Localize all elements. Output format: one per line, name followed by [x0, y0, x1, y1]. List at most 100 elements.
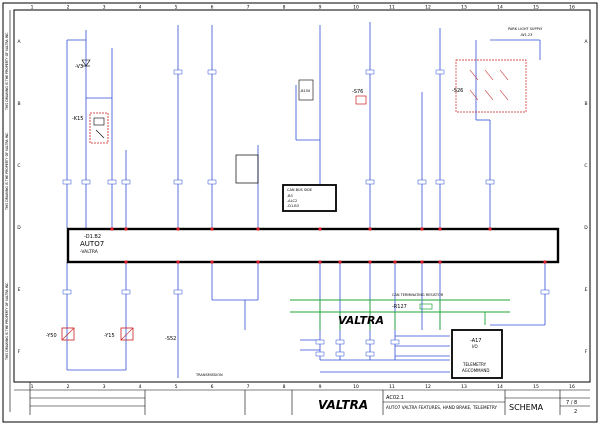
- column-number: 6: [211, 5, 214, 11]
- title-code: AC02.1: [386, 395, 404, 401]
- column-number: 15: [533, 384, 539, 390]
- row-letter: D: [584, 225, 588, 231]
- column-number: 14: [497, 5, 503, 11]
- title-brand: VALTRA: [318, 398, 368, 412]
- switch-s76: [355, 95, 367, 105]
- telemetry-l2: AGCOMMAND: [462, 368, 489, 373]
- resistor-r127: [419, 303, 433, 310]
- label-r127: -R127: [392, 304, 407, 310]
- column-number: 7: [247, 5, 250, 11]
- auto7-bus-box: [66, 227, 560, 264]
- bus-name: AUTO7: [80, 240, 104, 248]
- left-margin-notice-3: THIS DRAWING IS THE PROPERTY OF VALTRA I…: [5, 32, 9, 111]
- solenoid-y15: [120, 327, 134, 341]
- park-light-supply: PARK LIGHT SUPPLY: [508, 27, 543, 31]
- column-number: 15: [533, 5, 539, 11]
- canbus-l2: -ALC2: [287, 199, 297, 203]
- title-schema: SCHEMA: [509, 403, 544, 412]
- row-letter: C: [584, 163, 587, 169]
- canbus-title: CAN BUS SIDE: [287, 188, 312, 192]
- bus-connector-markers: [110, 227, 547, 264]
- row-letter: E: [585, 287, 588, 293]
- column-number: 8: [283, 5, 286, 11]
- row-letter: B: [17, 101, 20, 107]
- left-margin-notice: THIS DRAWING IS THE PROPERTY OF VALTRA I…: [5, 282, 9, 361]
- column-number: 14: [497, 384, 503, 390]
- column-number: 12: [425, 5, 431, 11]
- label-y15: -Y15: [104, 333, 115, 339]
- canbus-side-box: [282, 184, 337, 212]
- column-number: 11: [389, 5, 395, 11]
- label-v3: -V3: [75, 64, 83, 70]
- telemetry-sub: I/O: [472, 344, 478, 349]
- column-number: 5: [175, 384, 178, 390]
- column-number: 3: [103, 384, 106, 390]
- canbus-l3: -D1.B3: [287, 204, 299, 208]
- upper-wiring: [66, 22, 541, 228]
- label-s26: -S26: [452, 88, 463, 94]
- title-block: [14, 382, 590, 415]
- row-letter: B: [584, 101, 587, 107]
- transmission-label: TRANSMISSION: [195, 373, 223, 377]
- column-number: 8: [283, 384, 286, 390]
- can-bus-wiring: [290, 299, 510, 330]
- telemetry-l1: TELEMETRY: [462, 362, 487, 367]
- column-number: 6: [211, 384, 214, 390]
- valtra-logo-diagram: VALTRA: [338, 314, 384, 327]
- column-number: 12: [425, 384, 431, 390]
- column-number: 7: [247, 384, 250, 390]
- column-number: 11: [389, 384, 395, 390]
- telemetry-box: [451, 329, 503, 379]
- column-number: 13: [461, 384, 467, 390]
- row-letters-right: A B C D E F: [584, 39, 588, 355]
- column-number: 4: [139, 384, 142, 390]
- row-letter: F: [585, 349, 588, 355]
- column-number: 16: [569, 384, 575, 390]
- switch-s26: [455, 59, 527, 113]
- column-number: 2: [67, 5, 70, 11]
- can-terminating-label: CAN TERMINATING RESISTOR: [392, 293, 444, 297]
- wire-terminal-blocks: [62, 69, 550, 357]
- title-description: AUTO7 VALTRA FEATURES, HAND BRAKE, TELEM…: [386, 405, 497, 410]
- column-number: 1: [31, 384, 34, 390]
- park-light-ref: -W1.23: [520, 33, 532, 37]
- bus-ref: -D1.B2: [84, 234, 101, 240]
- column-number: 10: [353, 5, 359, 11]
- lower-wiring: [66, 262, 546, 378]
- telemetry-ref: -A17: [470, 338, 481, 344]
- row-letter: A: [17, 39, 21, 45]
- label-y50: -Y50: [46, 333, 57, 339]
- column-number: 5: [175, 5, 178, 11]
- label-b150: -B150: [300, 89, 310, 93]
- canbus-l1: -B3: [287, 194, 293, 198]
- title-sheet-no: 7 / 8: [566, 400, 577, 406]
- bus-sub: -VALTRA: [80, 249, 99, 255]
- column-number: 9: [319, 5, 322, 11]
- s26-contacts: [469, 69, 509, 101]
- solenoid-y50: [61, 327, 75, 341]
- sensor-b150: [298, 79, 314, 101]
- left-margin-notice-2: THIS DRAWING IS THE PROPERTY OF VALTRA I…: [5, 132, 9, 211]
- row-letter: A: [584, 39, 588, 45]
- diode-v3: [81, 59, 91, 67]
- row-letter: D: [17, 225, 21, 231]
- column-number: 3: [103, 5, 106, 11]
- column-number: 2: [67, 384, 70, 390]
- column-number: 13: [461, 5, 467, 11]
- label-s52: -S52: [165, 336, 176, 342]
- label-k15: -K15: [72, 116, 83, 122]
- small-module-box: [235, 154, 259, 184]
- column-number: 9: [319, 384, 322, 390]
- title-page-no: 2: [574, 409, 577, 415]
- label-s76: -S76: [352, 89, 363, 95]
- column-number: 4: [139, 5, 142, 11]
- row-letter: C: [17, 163, 20, 169]
- row-letter: E: [18, 287, 21, 293]
- relay-k15: [89, 112, 109, 144]
- sheet-inner-frame: [13, 9, 591, 383]
